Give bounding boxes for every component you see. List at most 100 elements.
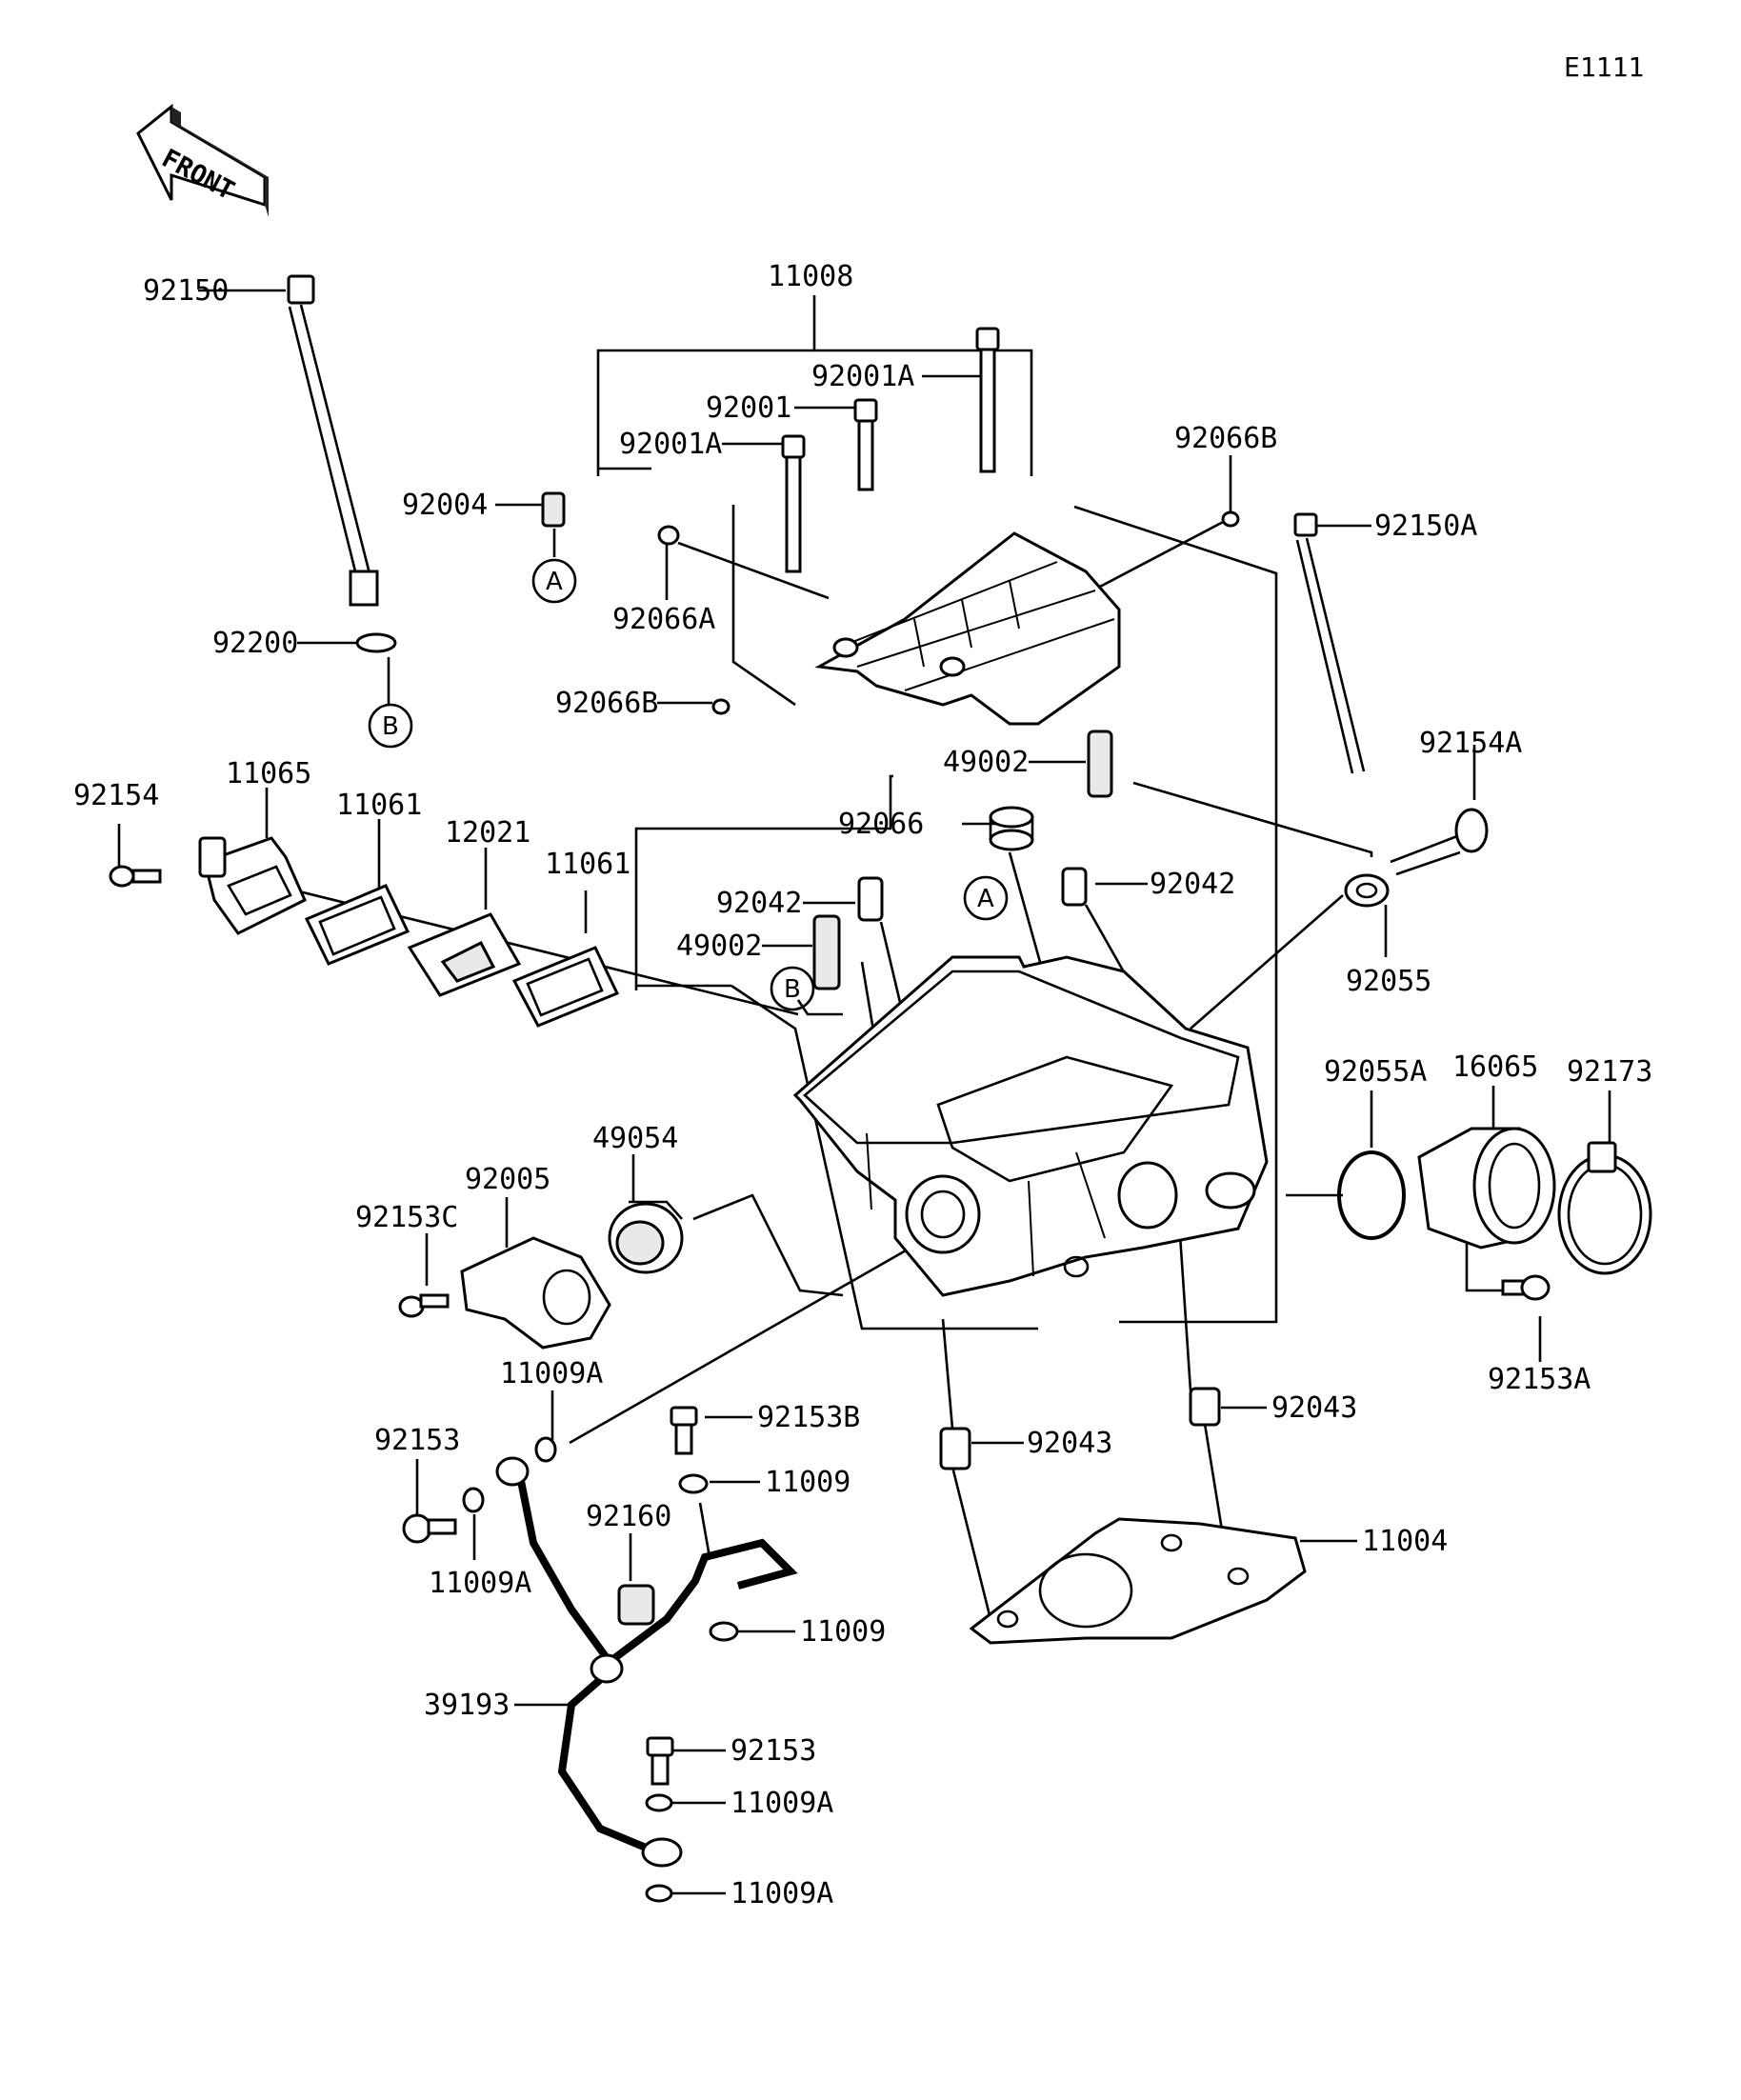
part-label: 11061 xyxy=(336,789,422,822)
part-label: 11009 xyxy=(765,1466,850,1499)
part-bolt-92153B xyxy=(670,1406,698,1455)
part-label: 92160 xyxy=(586,1500,671,1533)
part-oil-pipe-39193 xyxy=(495,1456,798,1868)
marker-b-head: B xyxy=(770,966,815,1011)
part-label: 92066A xyxy=(612,603,715,636)
part-label: 92153 xyxy=(374,1424,460,1457)
part-label: 11061 xyxy=(545,848,630,881)
part-dowel-92042-left xyxy=(857,876,884,922)
part-label: 92001A xyxy=(619,428,722,461)
part-dowel-92043-left xyxy=(939,1427,971,1470)
part-bolt-92153A xyxy=(1501,1274,1551,1301)
part-label: 49054 xyxy=(592,1122,678,1155)
part-cover-11065 xyxy=(198,836,307,935)
part-label: 92066B xyxy=(555,687,658,720)
part-label: 92042 xyxy=(1150,868,1235,901)
part-bolt-92001A-left xyxy=(781,434,806,573)
marker-b-head-label: B xyxy=(784,975,801,1004)
part-reed-valve-12021 xyxy=(407,912,522,997)
part-bolt-92153-bottom xyxy=(646,1736,674,1786)
part-head-gasket-11004 xyxy=(969,1517,1307,1645)
part-label: 11009 xyxy=(800,1615,886,1649)
part-label: 12021 xyxy=(445,816,530,850)
part-washer-11009A-bottom xyxy=(645,1884,673,1903)
part-label: 92001 xyxy=(706,391,791,425)
part-seal-92055 xyxy=(1344,873,1390,908)
part-label: 92154A xyxy=(1419,727,1522,760)
part-label: 11009A xyxy=(730,1787,833,1820)
front-direction-arrow: FRONT xyxy=(136,103,269,217)
part-label: 49002 xyxy=(943,746,1029,779)
part-bolt-92153-left xyxy=(402,1513,457,1544)
part-label: 92066B xyxy=(1174,422,1277,455)
diagram-code: E1111 xyxy=(1564,51,1644,83)
part-label: 92004 xyxy=(402,489,488,522)
part-dowel-92066A xyxy=(657,525,680,546)
part-label: 92154 xyxy=(73,779,159,812)
part-label: 92043 xyxy=(1027,1427,1112,1460)
part-stud-92150 xyxy=(287,274,379,607)
part-label: 92173 xyxy=(1567,1055,1652,1089)
part-label: 92042 xyxy=(716,887,802,920)
part-thermostat-housing-92005 xyxy=(460,1236,611,1350)
part-dowel-92042-right xyxy=(1061,867,1088,907)
part-label: 92066 xyxy=(838,808,924,841)
part-thermostat-49054 xyxy=(608,1200,684,1274)
part-label: 92001A xyxy=(811,360,914,393)
part-label: 92005 xyxy=(465,1163,550,1196)
part-washer-11009A-top xyxy=(534,1436,557,1463)
marker-a-top-label: A xyxy=(546,568,563,596)
part-label: 16065 xyxy=(1452,1050,1538,1084)
part-camshaft-holder-11008 xyxy=(814,531,1121,726)
part-dowel-92066B-left xyxy=(711,698,730,715)
part-dowel-92043-right xyxy=(1189,1387,1221,1427)
part-collar-92160 xyxy=(617,1584,655,1626)
part-intake-holder-16065 xyxy=(1417,1127,1556,1250)
part-label: 39193 xyxy=(424,1689,510,1722)
marker-b-top: B xyxy=(368,703,413,749)
part-bolt-92001A-top xyxy=(975,327,1000,473)
part-label: 92200 xyxy=(212,627,298,660)
part-label: 11004 xyxy=(1362,1525,1448,1558)
part-label: 92153A xyxy=(1488,1363,1591,1396)
part-washer-92200 xyxy=(355,632,397,653)
part-washer-11009-bottom xyxy=(709,1621,739,1642)
part-label: 92055A xyxy=(1324,1055,1427,1089)
part-plug-92066 xyxy=(989,806,1034,851)
part-washer-11009-top xyxy=(678,1473,709,1494)
part-bolt-92001 xyxy=(853,398,878,491)
marker-a-top: A xyxy=(531,558,577,604)
part-label: 92153C xyxy=(355,1201,458,1234)
part-bolt-92154 xyxy=(109,865,162,888)
part-valve-guide-49002-left xyxy=(812,914,841,990)
part-dowel-92066B-top xyxy=(1221,510,1240,528)
part-label: 49002 xyxy=(676,930,762,963)
part-o-ring-92055A xyxy=(1337,1150,1406,1240)
part-bolt-92154A xyxy=(1390,808,1489,876)
part-washer-11009A-left xyxy=(462,1487,485,1513)
part-stud-92150A xyxy=(1293,512,1366,774)
part-clamp-92173 xyxy=(1557,1141,1652,1275)
part-label: 92153B xyxy=(757,1401,860,1434)
part-gasket-11061-left xyxy=(304,884,410,966)
part-label: 11065 xyxy=(226,757,311,790)
part-washer-11009A-mid xyxy=(645,1793,673,1812)
part-valve-guide-49002-top xyxy=(1087,730,1113,798)
part-label: 11009A xyxy=(500,1357,603,1390)
part-label: 92153 xyxy=(730,1734,816,1768)
part-number-labels: 11008 92001A 92001 92001A 92066B 92150 9… xyxy=(73,260,1652,1910)
marker-a-head-label: A xyxy=(977,885,994,913)
marker-a-head: A xyxy=(963,875,1009,921)
part-label: 92150 xyxy=(143,274,229,308)
part-dowel-92004 xyxy=(541,491,566,528)
marker-b-top-label: B xyxy=(382,712,399,741)
part-label: 92150A xyxy=(1374,510,1477,543)
part-label: 92055 xyxy=(1346,965,1431,998)
part-bolt-92153C xyxy=(398,1293,450,1318)
part-cylinder-head xyxy=(792,955,1269,1297)
part-label: 92043 xyxy=(1271,1391,1357,1425)
parts: A B A B xyxy=(109,274,1652,1903)
part-label: 11008 xyxy=(768,260,853,293)
